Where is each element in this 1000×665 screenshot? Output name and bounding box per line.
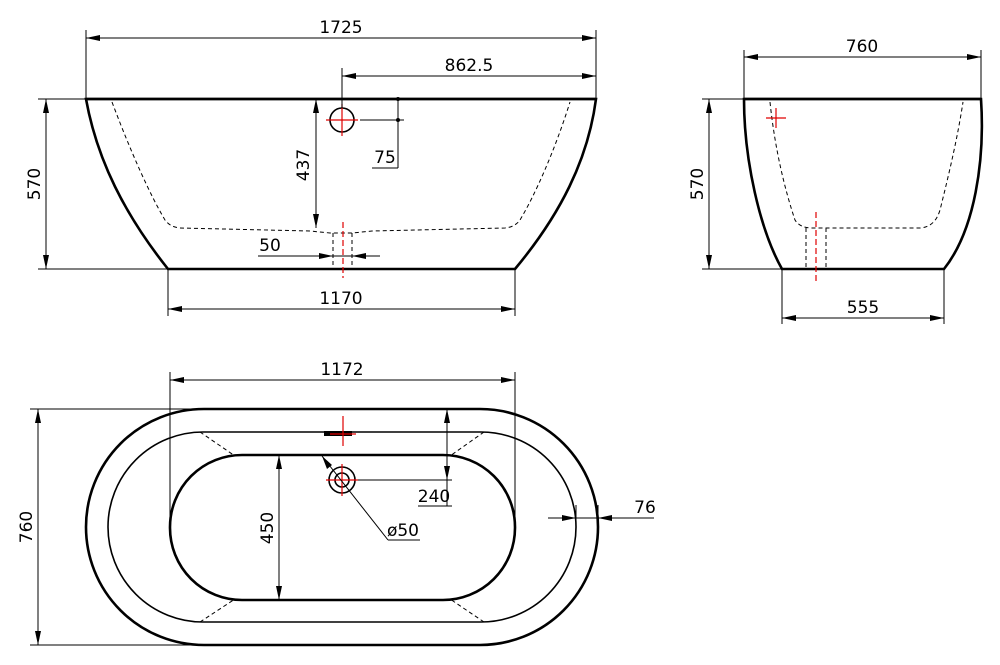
dim-862-label: 862.5: [445, 56, 494, 76]
top-dash-tl: [199, 431, 236, 457]
dim-side-570-label: 570: [688, 168, 708, 200]
top-view: 1172 760 450 240 ø50 76: [17, 360, 656, 647]
dim-phi50-leader: [321, 455, 389, 541]
dim-450-label: 450: [258, 512, 278, 544]
dim-75-label: 75: [374, 148, 396, 168]
dim-555-arrow-left: [782, 315, 796, 321]
dim-side-570-arrow-top: [706, 99, 712, 113]
top-basin-bottom: [168, 453, 517, 602]
dim-top-760-arrow-bottom: [35, 631, 41, 645]
dim-450-arrow-bottom: [276, 586, 282, 600]
front-view: 1725 862.5 570 437 75 50: [25, 18, 598, 316]
dim-1172-label: 1172: [320, 360, 363, 380]
dim-437-arrow-bottom: [313, 214, 319, 228]
dim-1172-arrow-left: [170, 377, 184, 383]
dim-phi50-arrow: [322, 456, 332, 469]
dim-50-arrow-left: [319, 253, 333, 259]
dim-50-label: 50: [259, 236, 281, 256]
dim-1172-arrow-right: [501, 377, 515, 383]
dim-862-arrow-right: [582, 73, 596, 79]
top-dash-tr: [449, 431, 485, 457]
dim-240-label: 240: [418, 487, 450, 507]
front-tub-outline: [84, 97, 598, 271]
dim-top-760-arrow-top: [35, 409, 41, 423]
dim-side-760-arrow-right: [967, 54, 981, 60]
dim-1725-arrow-left: [86, 35, 100, 41]
dim-240-arrow-bottom: [444, 466, 450, 480]
front-inner-basin: [111, 101, 571, 234]
dim-76-arrow-left: [562, 515, 576, 521]
dim-570-arrow-bottom: [43, 255, 49, 269]
top-dash-br: [449, 598, 485, 623]
dim-450-arrow-top: [276, 455, 282, 469]
dim-1170-arrow-right: [501, 306, 515, 312]
side-inner-basin: [769, 101, 964, 229]
dim-1725-label: 1725: [319, 18, 362, 38]
dim-1170-arrow-left: [168, 306, 182, 312]
dim-50-arrow-right: [352, 253, 366, 259]
dim-437-label: 437: [294, 149, 314, 181]
dim-570-arrow-top: [43, 99, 49, 113]
top-inner-rim: [107, 431, 577, 623]
side-view: 760 570 555: [688, 37, 984, 324]
dim-555-label: 555: [847, 298, 879, 318]
dim-76-arrow-right: [598, 515, 612, 521]
dim-555-arrow-right: [930, 315, 944, 321]
dim-top-760-label: 760: [17, 511, 37, 543]
dim-1170-label: 1170: [319, 289, 362, 309]
top-dash-bl: [199, 598, 236, 623]
dim-570-label: 570: [25, 168, 45, 200]
dim-437-arrow-top: [313, 99, 319, 113]
dim-75-dot-top: [396, 97, 400, 101]
dim-side-760-arrow-left: [744, 54, 758, 60]
dim-240-arrow-top: [444, 409, 450, 423]
dim-side-570-arrow-bottom: [706, 255, 712, 269]
dim-phi50-label: ø50: [387, 521, 419, 541]
top-outer-rim: [84, 407, 600, 647]
dim-862-arrow-left: [342, 73, 356, 79]
dim-side-760-label: 760: [846, 37, 878, 57]
dim-76-label: 76: [634, 498, 656, 518]
dim-1725-arrow-right: [582, 35, 596, 41]
